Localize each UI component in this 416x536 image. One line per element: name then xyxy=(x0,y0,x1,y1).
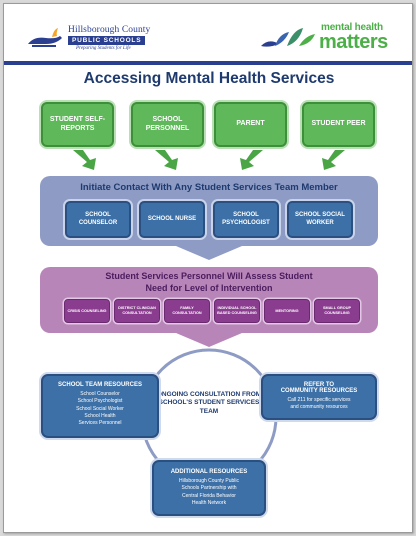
additional-line: Health Network xyxy=(191,499,227,506)
additional-resources-box: ADDITIONAL RESOURCES Hillsborough County… xyxy=(152,460,266,516)
header-rule xyxy=(4,61,412,65)
intervention-crisis-counseling: CRISIS COUNSELING xyxy=(64,299,110,323)
mental-health-matters-logo: mental health matters xyxy=(259,22,399,54)
school-team-item: School Counselor xyxy=(80,391,120,397)
leaves-icon xyxy=(261,28,315,47)
intervention-small-group-counseling: SMALL GROUP COUNSELING xyxy=(314,299,360,323)
district-tagline: Preparing Students for Life xyxy=(76,46,131,51)
member-school-social-worker: SCHOOL SOCIAL WORKER xyxy=(287,201,353,238)
school-team-item: School Health xyxy=(84,412,116,419)
school-team-heading: SCHOOL TEAM RESOURCES xyxy=(58,382,142,388)
source-parent: PARENT xyxy=(214,102,287,147)
school-team-resources-box: SCHOOL TEAM RESOURCES School Counselor S… xyxy=(41,374,159,438)
assess-step-title: Student Services Personnel Will Assess S… xyxy=(105,271,313,293)
ongoing-consultation-label: ONGOING CONSULTATION FROM SCHOOL'S STUDE… xyxy=(156,391,262,415)
member-school-nurse: SCHOOL NURSE xyxy=(139,201,205,238)
lamp-of-learning-icon xyxy=(28,28,62,47)
contact-step-title: Initiate Contact With Any Student Servic… xyxy=(80,182,338,193)
brand-bottom-text: matters xyxy=(319,31,388,53)
community-heading-2: COMMUNITY RESOURCES xyxy=(280,388,358,394)
district-bar: PUBLIC SCHOOLS xyxy=(68,36,146,45)
community-line: Call 211 for specific services xyxy=(287,397,351,403)
brand-top-text: mental health xyxy=(321,22,383,33)
community-heading-1: REFER TO xyxy=(303,382,335,388)
source-student-peer: STUDENT PEER xyxy=(302,102,375,147)
school-team-item: Services Personnel xyxy=(78,420,122,426)
intervention-district-clinician: DISTRICT CLINICIAN CONSULTATION xyxy=(114,299,160,323)
school-team-item: School Psychologist xyxy=(77,398,123,405)
additional-heading: ADDITIONAL RESOURCES xyxy=(170,469,248,475)
source-school-personnel: SCHOOL PERSONNEL xyxy=(131,102,204,147)
member-school-psychologist: SCHOOL PSYCHOLOGIST xyxy=(213,201,279,238)
additional-line: Central Florida Behavior xyxy=(182,492,236,499)
member-school-counselor: SCHOOL COUNSELOR xyxy=(65,201,131,238)
intervention-family-consultation: FAMILY CONSULTATION xyxy=(164,299,210,323)
community-line: and community resources xyxy=(290,404,348,411)
district-name: Hillsborough County xyxy=(68,25,151,35)
district-logo: Hillsborough County PUBLIC SCHOOLS Prepa… xyxy=(26,24,166,52)
intervention-individual-counseling: INDIVIDUAL SCHOOL BASED COUNSELING xyxy=(214,299,260,323)
school-team-item: School Social Worker xyxy=(76,405,124,412)
intervention-mentoring: MENTORING xyxy=(264,299,310,323)
additional-line: Schools Partnership with xyxy=(181,485,237,492)
community-resources-box: REFER TO COMMUNITY RESOURCES Call 211 fo… xyxy=(261,374,377,420)
additional-line: Hillsborough County Public xyxy=(178,478,240,484)
source-student-self-reports: STUDENT SELF-REPORTS xyxy=(41,102,114,147)
flyer-page: Hillsborough County PUBLIC SCHOOLS Prepa… xyxy=(3,3,413,533)
page-title: Accessing Mental Health Services xyxy=(83,70,335,87)
